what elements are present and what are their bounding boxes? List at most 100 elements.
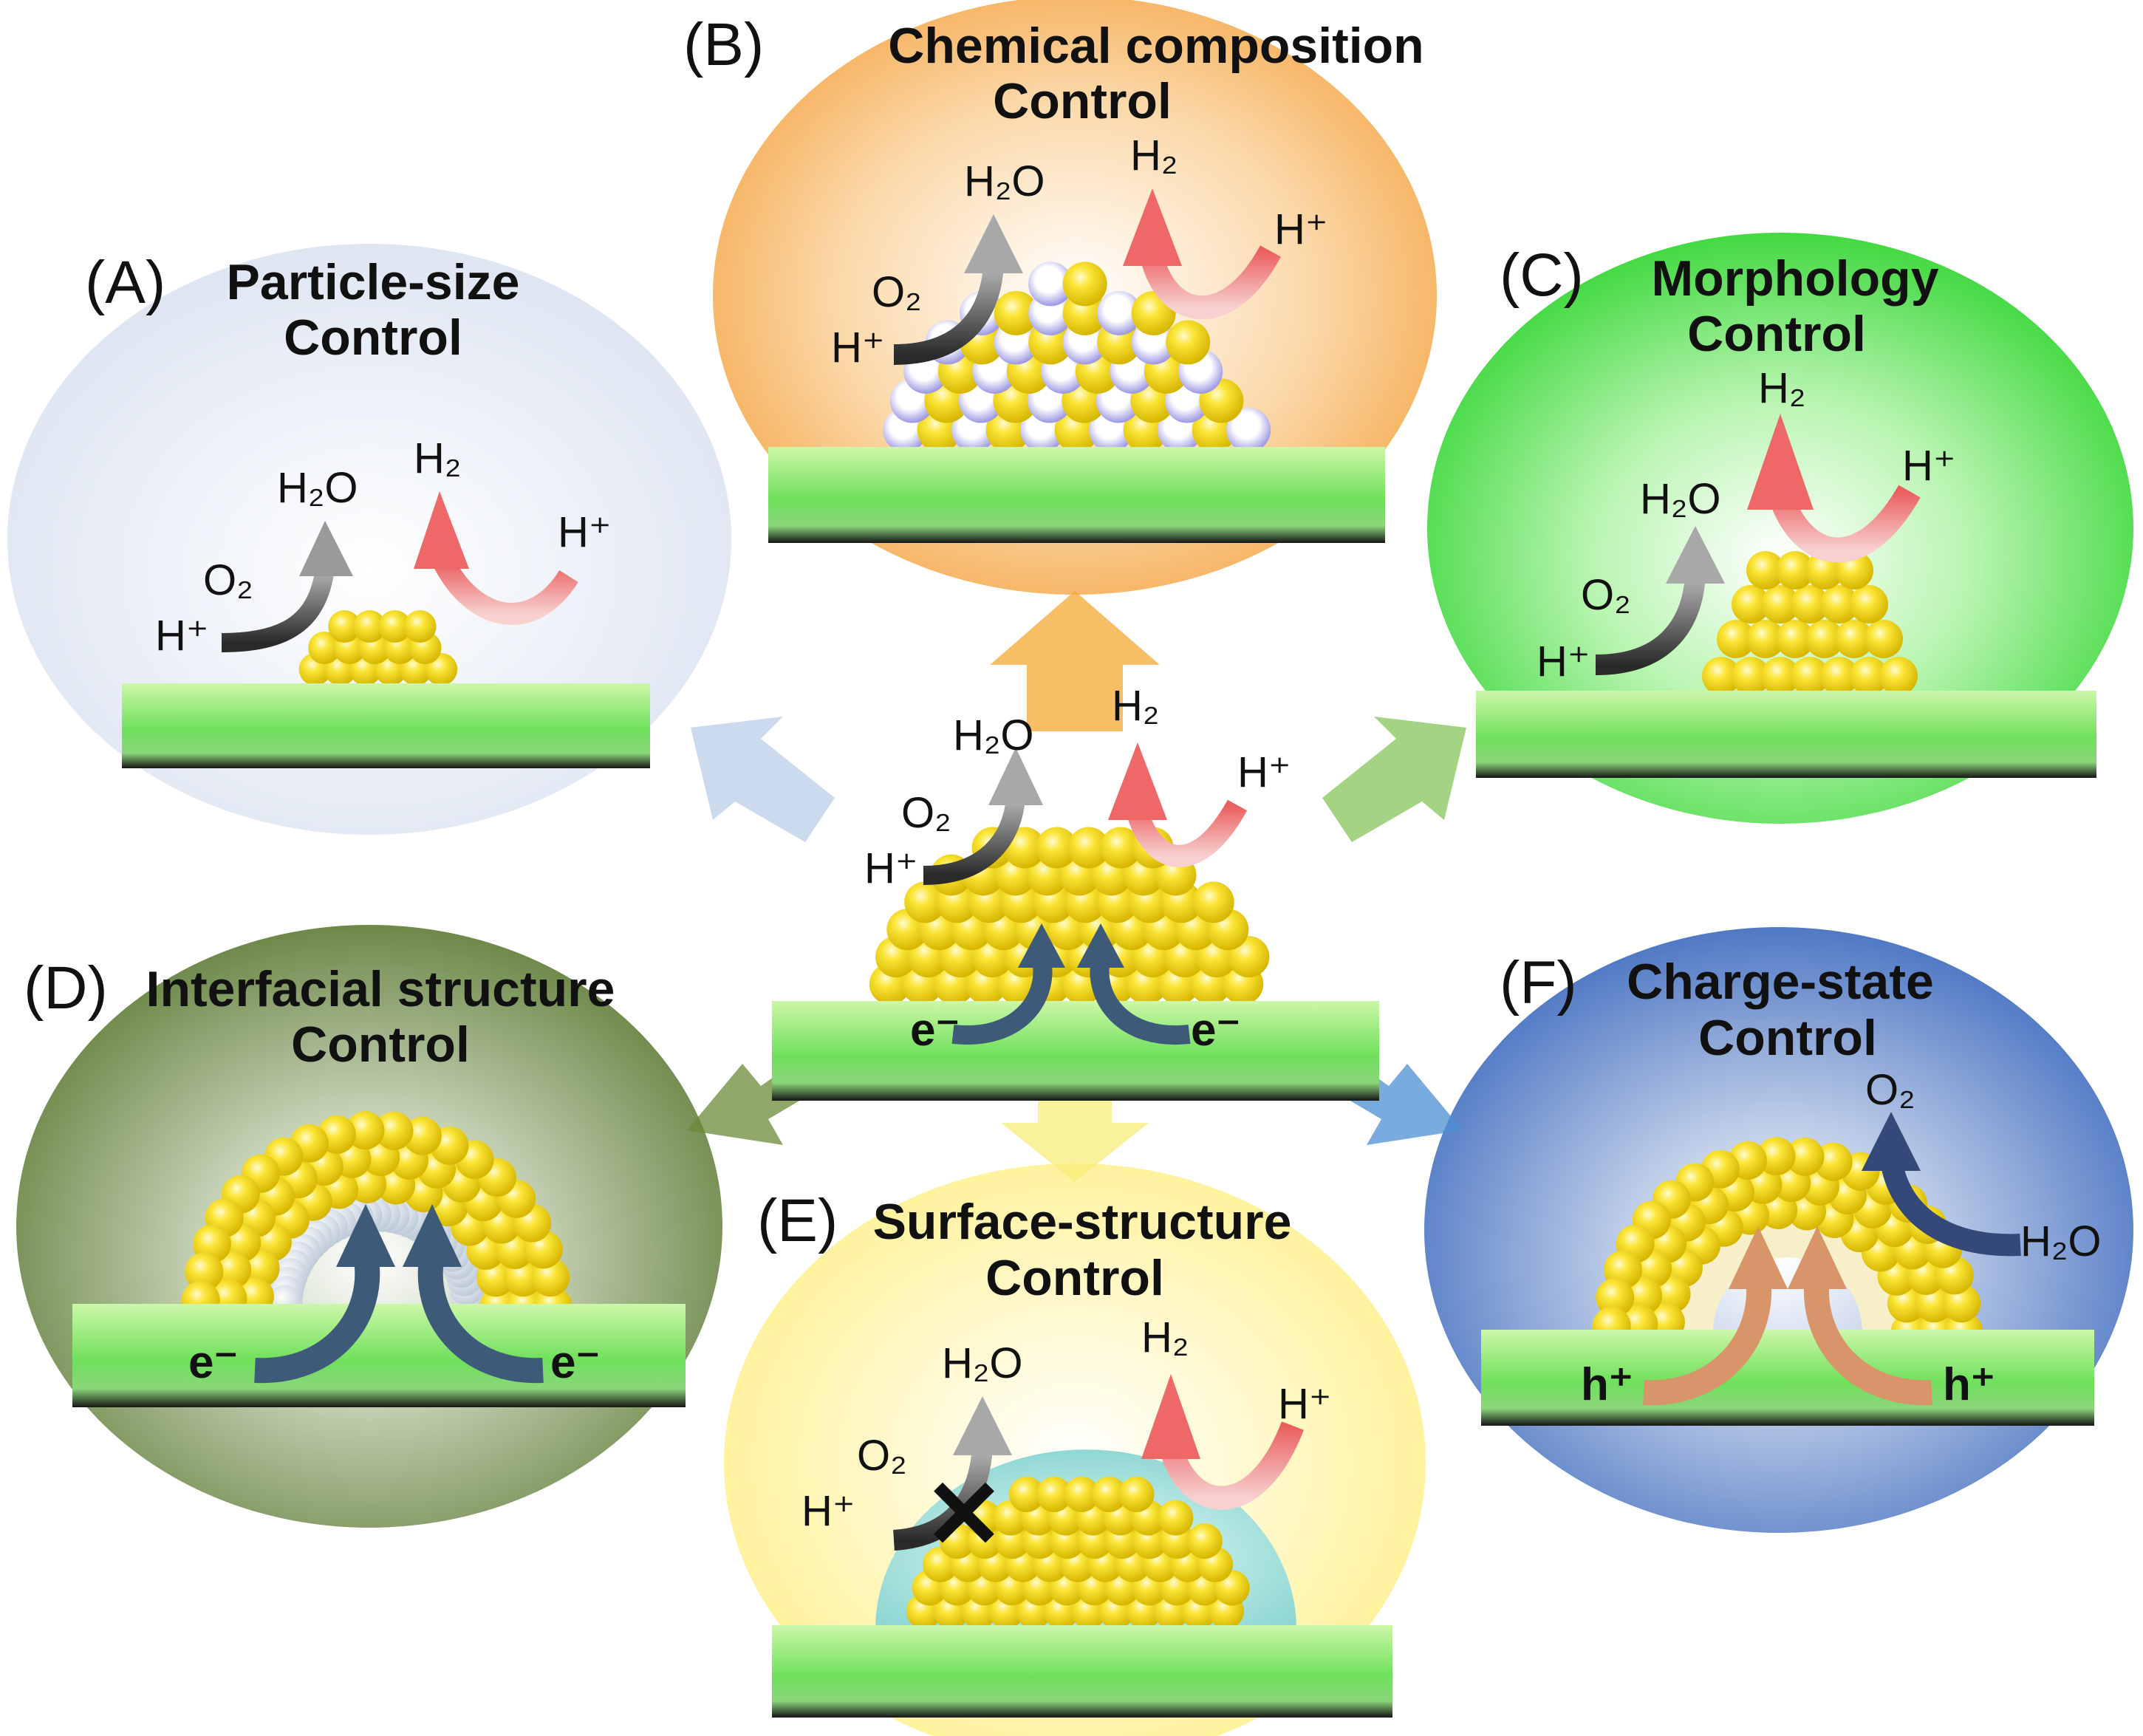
atom — [1036, 827, 1078, 869]
label-proton-right-B: H⁺ — [1274, 205, 1328, 253]
h2-arrow-center — [1127, 799, 1248, 867]
atom — [994, 290, 1039, 335]
atom — [1624, 1276, 1663, 1315]
atom — [1036, 1476, 1072, 1512]
substrate-B — [768, 447, 1385, 543]
label-o2-F: O₂ — [1865, 1066, 1915, 1114]
atom — [185, 1252, 224, 1291]
atom — [1746, 620, 1785, 658]
atom — [1791, 657, 1829, 695]
atom — [1761, 657, 1799, 695]
h2o-arrowhead-C — [1666, 526, 1725, 584]
h2o-arrowhead-B — [964, 214, 1023, 273]
atom — [1717, 620, 1755, 658]
label-h2o-A: H₂O — [277, 464, 358, 512]
atom — [1785, 1137, 1825, 1176]
label-proton-right-center: H⁺ — [1237, 748, 1291, 796]
panel-F-tag: (F) — [1500, 949, 1577, 1016]
atom — [1732, 657, 1770, 695]
panel-B-title-line2: Control — [993, 73, 1172, 129]
h2-arrow-B — [1141, 245, 1282, 320]
label-proton-right-C: H⁺ — [1902, 442, 1956, 490]
atom — [1091, 1476, 1127, 1512]
o2-arrowhead-F — [1862, 1112, 1921, 1171]
gold-nanoparticle-A — [298, 610, 458, 686]
label-h2o-center: H₂O — [953, 711, 1034, 759]
arrow-to-B — [990, 591, 1160, 731]
h2-arrow-E — [1159, 1421, 1304, 1510]
atom — [1757, 1137, 1796, 1176]
atom — [1028, 262, 1073, 307]
atom — [1192, 881, 1234, 923]
h2o-arrow-B — [893, 264, 1004, 365]
substrate-F — [1481, 1330, 2094, 1426]
atom — [1596, 1278, 1635, 1317]
panel-E-title-line1: Surface-structure — [873, 1194, 1292, 1250]
panel-D-title-line2: Control — [291, 1016, 470, 1073]
panel-C-tag: (C) — [1500, 242, 1584, 309]
panel-C-title-line2: Control — [1687, 306, 1866, 362]
label-proton-left-E: H⁺ — [802, 1487, 855, 1535]
electron-arrow-right-center — [1090, 958, 1191, 1045]
label-proton-right-E: H⁺ — [1278, 1380, 1332, 1428]
arrow-to-A — [691, 717, 835, 842]
label-h2-B: H₂ — [1130, 131, 1178, 180]
atom — [1776, 620, 1814, 658]
blocked-mark-E: ✕ — [924, 1460, 1005, 1568]
label-h2o-F: H₂O — [2020, 1217, 2102, 1265]
panel-A-title-line2: Control — [284, 310, 462, 366]
panel-C: (C) Morphology Control H₂O H₂ O₂ H⁺ H⁺ — [1476, 242, 2096, 778]
electron-arrowhead-right-D — [403, 1204, 462, 1267]
atom — [1820, 657, 1859, 695]
atom — [1850, 585, 1888, 623]
atom — [1805, 620, 1844, 658]
atom — [403, 610, 437, 643]
substrate-D — [72, 1304, 686, 1407]
atom — [1865, 620, 1903, 658]
panel-E-title-line2: Control — [985, 1250, 1164, 1306]
h2-arrowhead-E — [1141, 1374, 1200, 1459]
electron-arrow-left-center — [951, 958, 1053, 1045]
electron-arrow-right-D — [417, 1253, 544, 1384]
panel-E: (E) Surface-structure Control ✕ H₂O H₂ O… — [757, 1187, 1392, 1718]
label-o2-B: O₂ — [872, 268, 922, 316]
panel-C-title-line1: Morphology — [1651, 250, 1938, 307]
atom — [328, 610, 361, 643]
electron-arrowhead-left-D — [336, 1204, 395, 1267]
atom — [1062, 262, 1107, 307]
panel-E-tag: (E) — [757, 1187, 838, 1254]
o2-arrow-F — [1880, 1158, 2021, 1257]
atom — [403, 1116, 442, 1155]
panel-B-tag: (B) — [683, 11, 764, 78]
atom — [1761, 585, 1799, 623]
electron-arrowhead-right-center — [1077, 923, 1124, 968]
h2-arrowhead-A — [414, 491, 469, 569]
label-o2-center: O₂ — [901, 789, 951, 837]
label-o2-A: O₂ — [203, 556, 253, 604]
label-proton-left-center: H⁺ — [864, 844, 918, 892]
atom — [1008, 1476, 1045, 1512]
alloy-nanoparticle-B — [883, 262, 1271, 452]
bubble-C — [1427, 233, 2133, 824]
atom — [1100, 827, 1142, 869]
label-proton-left-A: H⁺ — [155, 612, 209, 660]
atom — [1820, 585, 1859, 623]
h2-arrowhead-center — [1108, 742, 1167, 820]
atom — [1746, 551, 1785, 590]
truncated-pyramid-nanoparticle-C — [1702, 551, 1918, 695]
electron-arrowhead-left-center — [1018, 923, 1065, 968]
h2-arrowhead-B — [1123, 188, 1182, 266]
atom — [1776, 551, 1814, 590]
hole-arrow-right-F — [1803, 1276, 1932, 1406]
label-h2-center: H₂ — [1112, 682, 1159, 730]
electron-arrow-left-D — [254, 1253, 380, 1384]
atom — [1732, 585, 1770, 623]
atom — [1879, 657, 1918, 695]
label-electron-left-D: e⁻ — [188, 1337, 238, 1388]
label-o2-E: O₂ — [857, 1432, 907, 1480]
label-h2o-B: H₂O — [964, 157, 1045, 205]
atom — [1186, 1523, 1223, 1559]
panel-F: (F) Charge-state Control O₂ H₂O h⁺ h⁺ — [1481, 949, 2102, 1426]
label-electron-left-center: e⁻ — [910, 1005, 960, 1056]
